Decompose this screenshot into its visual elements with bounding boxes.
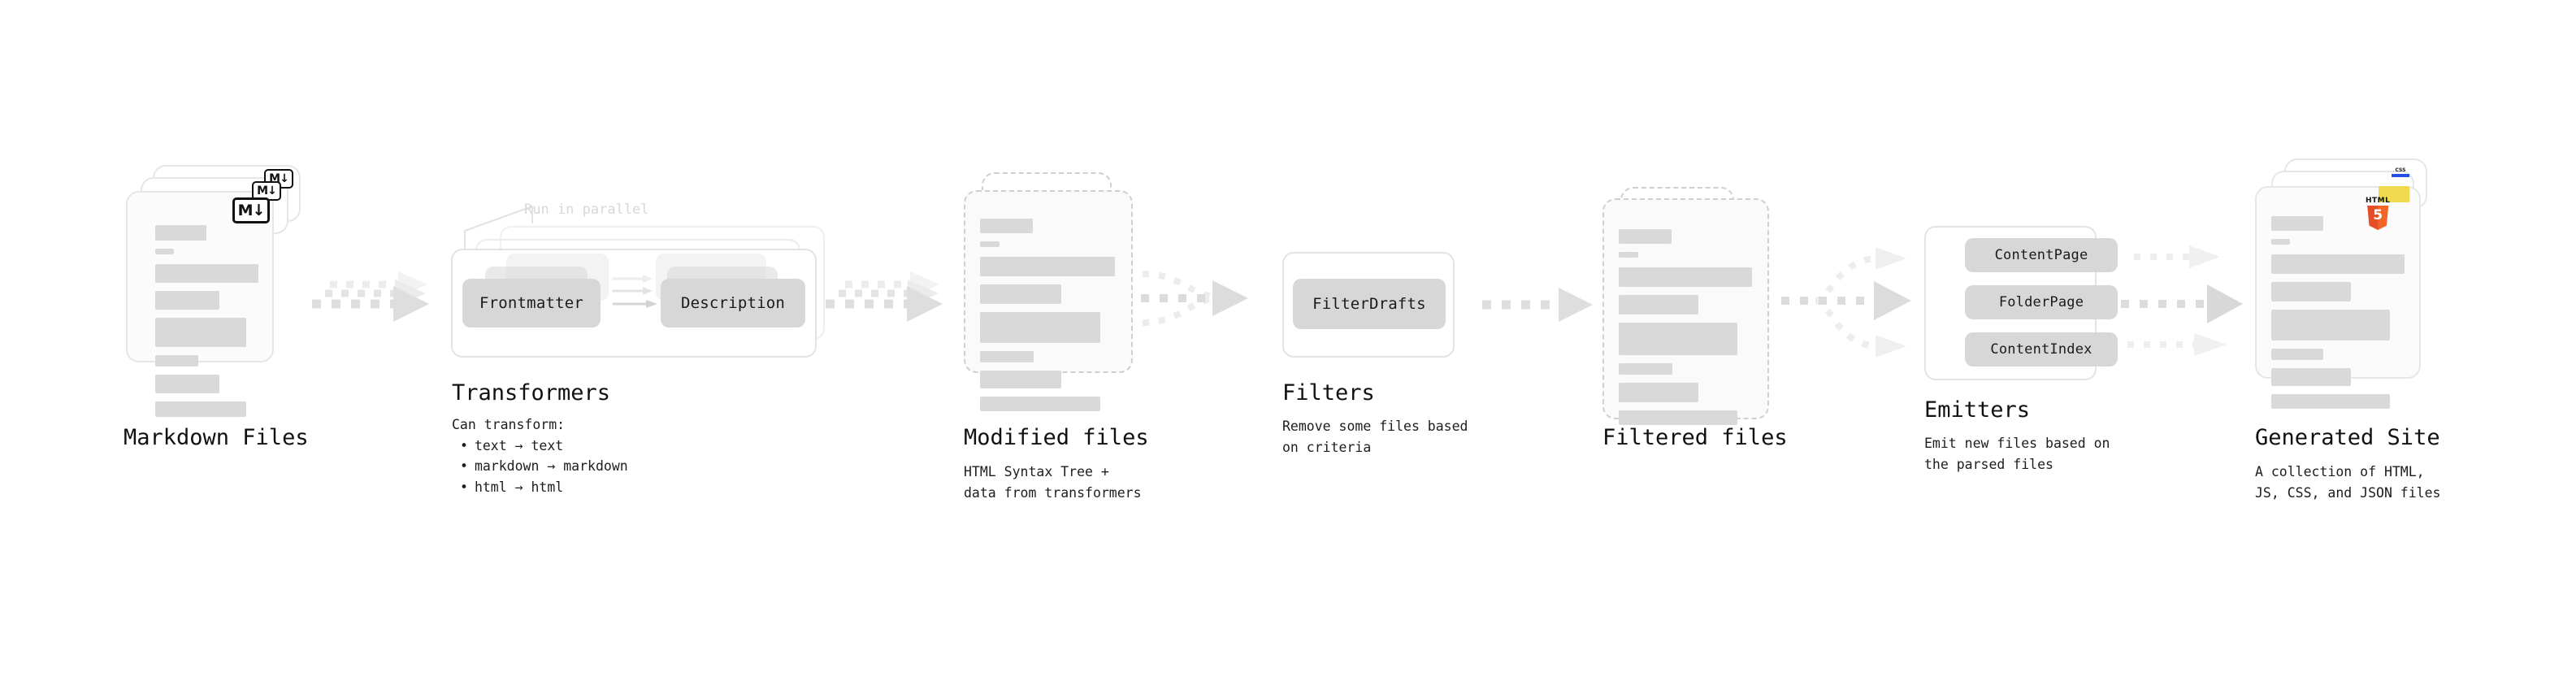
html5-badge-icon: HTML 5: [2366, 197, 2390, 230]
modified-files-subtitle: HTML Syntax Tree + data from transformer…: [964, 464, 1142, 501]
generated-site-title: Generated Site: [2255, 425, 2440, 450]
generated-site-subtitle: A collection of HTML, JS, CSS, and JSON …: [2255, 464, 2441, 501]
run-in-parallel-label: Run in parallel: [524, 202, 649, 218]
emitter-chip-contentindex[interactable]: ContentIndex: [1965, 332, 2118, 367]
transformers-bullet-list: text → text markdown → markdown html → h…: [452, 436, 628, 498]
transformers-description: Can transform: text → text markdown → ma…: [452, 414, 628, 497]
arrow-markdown-to-transformers: [312, 271, 429, 322]
emitter-chip-contentpage[interactable]: ContentPage: [1965, 238, 2118, 272]
modified-skeleton: [980, 219, 1115, 411]
modified-files-title: Modified files: [964, 425, 1149, 450]
emitters-title: Emitters: [1924, 397, 2031, 423]
css-badge-icon: CSS: [2392, 168, 2409, 177]
filtered-sheet-front: [1602, 198, 1769, 425]
emitters-subtitle: Emit new files based on the parsed files: [1924, 436, 2110, 472]
transformers-group: Run in parallel Frontmatter Description: [443, 202, 825, 364]
generated-site-stack: CSS HTML 5: [2255, 158, 2442, 419]
transformers-bullet-2: html → html: [460, 477, 628, 498]
arrow-emitters-to-site: [2121, 245, 2243, 356]
transformers-bullet-1: markdown → markdown: [460, 456, 628, 477]
filtered-files-stack: [1602, 187, 1777, 431]
transformers-bullet-0: text → text: [460, 436, 628, 457]
transformers-lead: Can transform:: [452, 417, 566, 432]
transformer-chip-description[interactable]: Description: [661, 279, 805, 327]
transformer-chip-frontmatter[interactable]: Frontmatter: [462, 279, 601, 327]
filters-title: Filters: [1282, 380, 1375, 406]
modified-files-stack: [964, 172, 1138, 416]
js-badge-icon: [2379, 186, 2409, 202]
arrow-filters-to-filtered: [1482, 288, 1593, 322]
arrow-modified-to-filters: [1141, 271, 1248, 326]
markdown-badge-icon: M↓: [232, 197, 270, 223]
markdown-files-stack: M↓ M↓ M↓: [126, 165, 301, 417]
filtered-skeleton: [1619, 229, 1752, 425]
run-in-parallel-bracket: [464, 206, 533, 253]
transformer-inner-arrows: [612, 275, 657, 308]
arrow-transformers-to-modified: [826, 271, 943, 322]
modified-sheet-front: [964, 190, 1133, 411]
filtered-files-title: Filtered files: [1602, 425, 1788, 450]
markdown-skeleton: [155, 225, 258, 417]
site-skeleton: [2271, 216, 2405, 409]
filters-subtitle: Remove some files based on criteria: [1282, 419, 1468, 455]
emitter-chip-folderpage[interactable]: FolderPage: [1965, 285, 2118, 319]
transformers-title: Transformers: [452, 380, 611, 406]
markdown-files-title: Markdown Files: [124, 425, 309, 450]
arrow-filtered-to-emitters: [1781, 247, 1911, 358]
site-sheet-front: [2255, 186, 2421, 409]
filter-chip-filterdrafts[interactable]: FilterDrafts: [1293, 279, 1446, 329]
markdown-sheet-front: [126, 191, 274, 417]
